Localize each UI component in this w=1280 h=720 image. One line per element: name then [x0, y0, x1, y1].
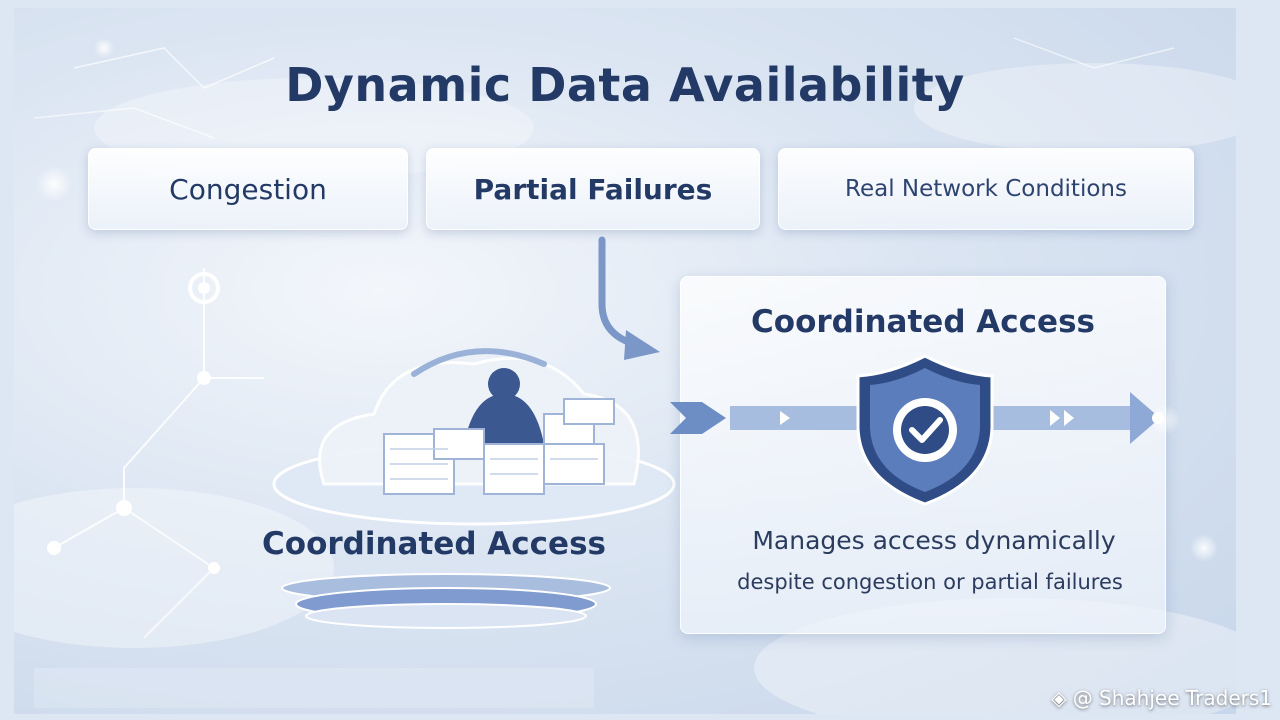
- binance-logo-icon: ◈: [1051, 686, 1067, 710]
- network-nodes-icon: [47, 268, 264, 639]
- sparkle-icon: [36, 166, 72, 202]
- cloud-servers-icon: [272, 348, 676, 526]
- sparkle-icon: [1190, 534, 1218, 562]
- condition-label: Congestion: [169, 172, 327, 206]
- sparkle-icon: [94, 38, 114, 58]
- shield-check-icon: [856, 354, 994, 506]
- condition-congestion: Congestion: [88, 148, 408, 230]
- condition-label: Partial Failures: [473, 172, 713, 206]
- condition-label: Real Network Conditions: [845, 176, 1127, 202]
- watermark-text: @ Shahjee Traders1: [1072, 686, 1272, 710]
- slide-canvas: Dynamic Data Availability Congestion Par…: [14, 8, 1236, 714]
- panel-description-line2: despite congestion or partial failures: [737, 570, 1123, 594]
- condition-partial-failures: Partial Failures: [426, 148, 760, 230]
- left-section-label: Coordinated Access: [262, 526, 606, 562]
- watermark: ◈ @ Shahjee Traders1: [1051, 686, 1272, 710]
- page-title: Dynamic Data Availability: [285, 58, 965, 112]
- panel-title: Coordinated Access: [751, 304, 1095, 340]
- curved-arrow-icon: [598, 236, 660, 360]
- condition-real-network: Real Network Conditions: [778, 148, 1194, 230]
- platform-plate-icon: [281, 573, 611, 629]
- panel-description-line1: Manages access dynamically: [752, 526, 1116, 555]
